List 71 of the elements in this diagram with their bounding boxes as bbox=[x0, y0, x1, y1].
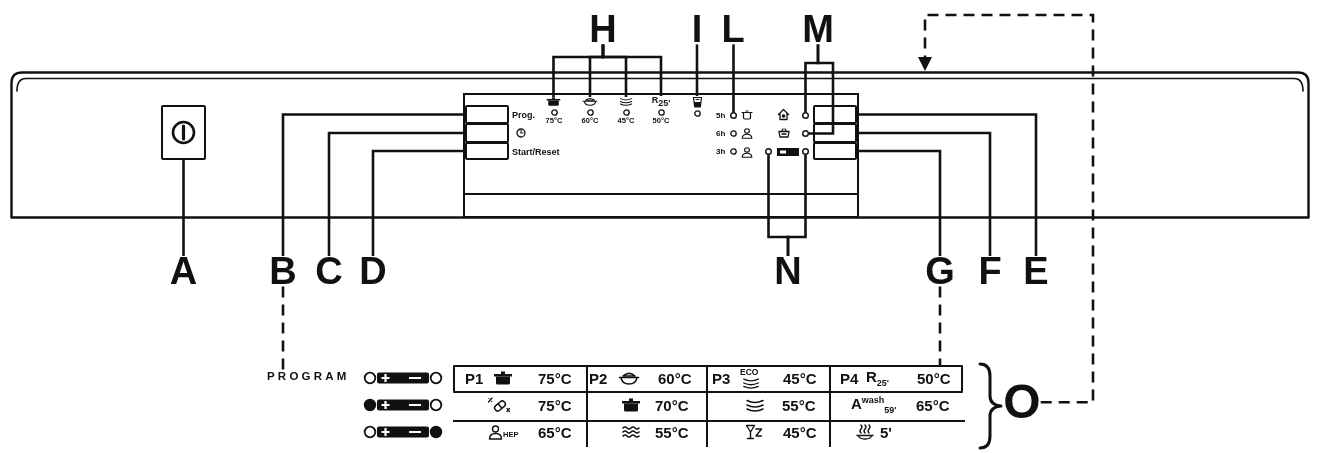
dashed-leader-line bbox=[938, 286, 942, 365]
temperature-value: 45°C bbox=[783, 370, 817, 386]
program-number: P4 bbox=[840, 370, 859, 386]
push-button bbox=[465, 105, 509, 124]
duration-value: 5' bbox=[880, 424, 892, 440]
dashed-leader-line bbox=[281, 286, 285, 371]
callout-letter: L bbox=[721, 14, 745, 45]
power-button bbox=[161, 105, 206, 160]
led-icon bbox=[802, 130, 809, 137]
dashed-arrow bbox=[918, 13, 1095, 404]
temperature-value: 65°C bbox=[538, 424, 572, 440]
button-label: Start/Reset bbox=[512, 147, 560, 157]
program-number: P3 bbox=[712, 370, 731, 386]
bowl-icon bbox=[582, 97, 598, 106]
temperature-value: 45°C bbox=[783, 424, 817, 440]
leader-line bbox=[182, 160, 185, 256]
temperature-value: 65°C bbox=[916, 397, 950, 413]
led-icon bbox=[802, 148, 809, 155]
callout-letter: N bbox=[774, 256, 802, 287]
callout-letter: M bbox=[802, 14, 834, 45]
leader-line bbox=[371, 149, 465, 256]
program-table bbox=[453, 365, 965, 447]
leader-line bbox=[857, 131, 992, 256]
pot-icon bbox=[546, 97, 561, 106]
push-button bbox=[465, 142, 509, 160]
leader-line bbox=[281, 113, 465, 256]
tumbler-icon bbox=[691, 96, 703, 108]
leader-line bbox=[601, 44, 663, 96]
callout-letter: A bbox=[169, 256, 198, 287]
program-code-text: R$_{25'}$ bbox=[866, 368, 889, 388]
button-label: Prog. bbox=[512, 110, 535, 120]
led-icon bbox=[730, 112, 737, 119]
led-icon bbox=[765, 148, 772, 155]
leader-line bbox=[695, 44, 699, 96]
leader-line bbox=[857, 113, 1038, 256]
leader-line bbox=[732, 44, 735, 112]
temperature-value: 55°C bbox=[655, 424, 689, 440]
plates-icon bbox=[619, 97, 633, 106]
display-area bbox=[463, 93, 859, 218]
push-button bbox=[813, 123, 857, 143]
temperature-value: 60°C bbox=[658, 370, 692, 386]
program-number: P2 bbox=[589, 370, 608, 386]
push-button bbox=[813, 105, 857, 124]
callout-letter: B bbox=[269, 256, 297, 287]
temperature-value: 70°C bbox=[655, 397, 689, 413]
delay-label: 5h bbox=[716, 111, 726, 120]
leader-line bbox=[809, 44, 835, 135]
callout-letter: I bbox=[691, 14, 703, 45]
callout-letter: D bbox=[359, 256, 387, 287]
leader-line bbox=[327, 131, 465, 256]
temperature-value: 50°C bbox=[917, 370, 951, 386]
callout-letter: O bbox=[1003, 383, 1041, 422]
led-icon bbox=[802, 112, 809, 119]
callout-letter: H bbox=[589, 14, 617, 45]
push-button bbox=[813, 142, 857, 160]
eco-label: ECO bbox=[740, 367, 759, 376]
delay-label: 6h bbox=[716, 129, 726, 138]
temperature-value: 55°C bbox=[782, 397, 816, 413]
row-label: PROGRAM bbox=[267, 371, 350, 383]
leader-line bbox=[857, 149, 942, 256]
control-panel bbox=[10, 71, 1310, 219]
callout-letter: C bbox=[315, 256, 343, 287]
callout-letter: E bbox=[1023, 256, 1049, 287]
callout-letter: F bbox=[978, 256, 1002, 287]
leader-line bbox=[786, 155, 807, 256]
push-button bbox=[465, 123, 509, 143]
temperature-value: 75°C bbox=[538, 397, 572, 413]
delay-label: 3h bbox=[716, 147, 726, 156]
program-number: P1 bbox=[465, 370, 484, 386]
temperature-value: 75°C bbox=[538, 370, 572, 386]
callout-letter: G bbox=[925, 256, 955, 287]
